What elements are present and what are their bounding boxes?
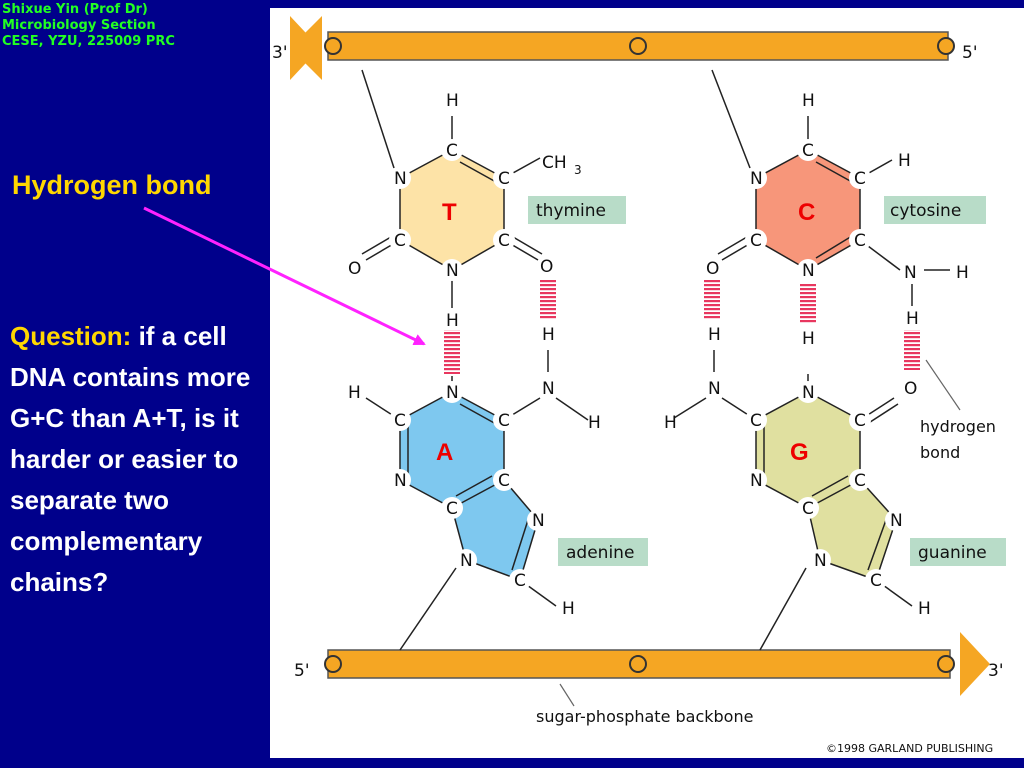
svg-text:C: C	[854, 411, 866, 431]
svg-text:C: C	[750, 231, 762, 251]
svg-text:O: O	[540, 257, 553, 277]
question-label: Question:	[10, 321, 132, 351]
svg-text:N: N	[750, 169, 763, 189]
svg-text:H: H	[446, 91, 459, 111]
svg-text:H: H	[956, 263, 969, 283]
svg-text:C: C	[750, 411, 762, 431]
svg-text:C: C	[802, 499, 814, 519]
svg-text:H: H	[664, 413, 677, 433]
credit-line-2: Microbiology Section	[2, 18, 156, 33]
svg-text:N: N	[708, 379, 721, 399]
svg-text:C: C	[498, 231, 510, 251]
backbone-callout: sugar-phosphate backbone	[536, 683, 753, 726]
adenine-label: adenine	[566, 543, 634, 563]
adenine-letter: A	[436, 439, 453, 466]
svg-text:H: H	[446, 311, 459, 331]
svg-text:C: C	[394, 411, 406, 431]
backbone-label: sugar-phosphate backbone	[536, 707, 753, 726]
thymine-label: thymine	[536, 201, 606, 221]
svg-text:N: N	[814, 551, 827, 571]
svg-text:H: H	[802, 91, 815, 111]
hbond-t-a-1	[444, 330, 460, 374]
svg-text:N: N	[446, 383, 459, 403]
svg-text:O: O	[904, 379, 917, 399]
svg-text:H: H	[898, 151, 911, 171]
svg-text:H: H	[542, 325, 555, 345]
svg-text:O: O	[348, 259, 361, 279]
hydrogen-bond-label-line2: bond	[920, 443, 960, 462]
adenine-base: C N C C C N N C N H N H H H A adenine	[348, 325, 648, 619]
svg-text:C: C	[498, 169, 510, 189]
question-body: if a cell DNA contains more G+C than A+T…	[10, 321, 251, 597]
bottom-strand: 5' 3'	[294, 632, 1004, 696]
svg-text:H: H	[562, 599, 575, 619]
credit-line-1: Shixue Yin (Prof Dr)	[2, 2, 148, 17]
top-left-end-label: 3'	[272, 43, 288, 63]
svg-text:N: N	[394, 169, 407, 189]
svg-text:O: O	[706, 259, 719, 279]
svg-text:N: N	[802, 383, 815, 403]
cytosine-base: N C C C N C H H O N H H C cytosine	[706, 91, 986, 329]
bottom-strand-arrow-icon	[960, 632, 990, 696]
svg-text:C: C	[870, 571, 882, 591]
hbond-t-a-2	[540, 280, 556, 320]
hbond-c-g-2	[800, 284, 816, 324]
svg-text:H: H	[918, 599, 931, 619]
hbond-c-g-1	[704, 280, 720, 320]
svg-text:H: H	[708, 325, 721, 345]
dna-base-pair-diagram: 3' 5' 5' 3'	[272, 16, 1006, 755]
hbond-c-g-3	[904, 330, 920, 370]
top-strand: 3' 5'	[272, 16, 978, 80]
dna-diagram-panel: 3' 5' 5' 3'	[270, 8, 1024, 758]
svg-text:C: C	[802, 141, 814, 161]
hydrogen-bond-heading: Hydrogen bond	[12, 170, 212, 200]
svg-text:C: C	[854, 231, 866, 251]
svg-text:N: N	[904, 263, 917, 283]
top-right-end-label: 5'	[962, 43, 978, 63]
svg-text:C: C	[854, 169, 866, 189]
copyright-text: ©1998 GARLAND PUBLISHING	[826, 742, 993, 755]
svg-text:H: H	[588, 413, 601, 433]
author-credit: Shixue Yin (Prof Dr) Microbiology Sectio…	[2, 2, 262, 50]
svg-text:N: N	[460, 551, 473, 571]
svg-text:C: C	[514, 571, 526, 591]
guanine-label: guanine	[918, 543, 987, 563]
hydrogen-bonds	[444, 280, 920, 374]
svg-text:N: N	[446, 261, 459, 281]
thymine-letter: T	[442, 199, 457, 226]
guanine-letter: G	[790, 439, 809, 466]
question-text: Question: if a cell DNA contains more G+…	[10, 316, 260, 603]
bottom-right-end-label: 3'	[988, 661, 1004, 681]
svg-text:C: C	[498, 411, 510, 431]
svg-text:C: C	[394, 231, 406, 251]
svg-text:3: 3	[574, 163, 582, 177]
backbone-links	[361, 69, 807, 651]
svg-text:N: N	[394, 471, 407, 491]
svg-text:H: H	[348, 383, 361, 403]
svg-text:C: C	[498, 471, 510, 491]
svg-text:H: H	[802, 329, 815, 349]
cytosine-letter: C	[798, 199, 815, 226]
svg-text:N: N	[542, 379, 555, 399]
cytosine-label: cytosine	[890, 201, 961, 221]
thymine-base: N C C C N C H CH 3 O O H T thymine	[348, 91, 626, 331]
guanine-base: C N C C C N N C N N H H H O H G guanine	[664, 325, 1006, 619]
svg-text:N: N	[890, 511, 903, 531]
credit-line-3: CESE, YZU, 225009 PRC	[2, 34, 175, 49]
bottom-left-end-label: 5'	[294, 661, 310, 681]
svg-text:N: N	[802, 261, 815, 281]
svg-text:C: C	[446, 141, 458, 161]
svg-text:C: C	[854, 471, 866, 491]
hydrogen-bond-label-line1: hydrogen	[920, 417, 996, 436]
svg-text:N: N	[532, 511, 545, 531]
svg-text:N: N	[750, 471, 763, 491]
hydrogen-bond-callout: hydrogen bond	[920, 359, 996, 462]
svg-text:C: C	[446, 499, 458, 519]
svg-text:CH: CH	[542, 153, 567, 173]
svg-text:H: H	[906, 309, 919, 329]
